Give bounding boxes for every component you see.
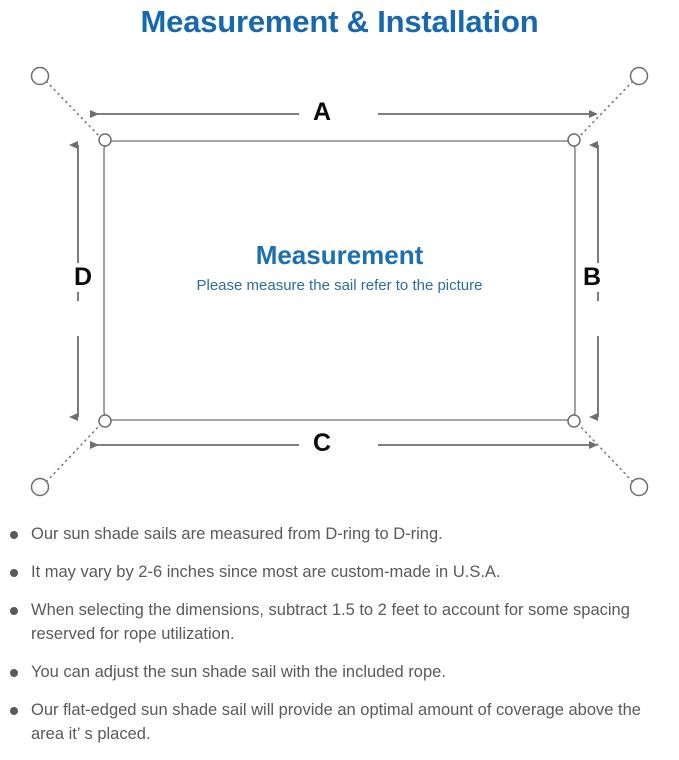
bullet-icon [10,569,18,577]
rope-line-bottom-right [577,423,634,483]
bullet-icon [10,607,18,615]
rope-line-top-left [45,80,102,139]
list-item: Our sun shade sails are measured from D-… [0,522,679,546]
list-item: You can adjust the sun shade sail with t… [0,660,679,684]
page-title: Measurement & Installation [140,4,539,39]
anchor-top-right-icon [629,66,649,86]
d-ring-top-left-icon [98,133,112,147]
sail-center-subtitle: Please measure the sail refer to the pic… [196,277,483,294]
anchor-bottom-left-icon [30,477,50,497]
dimension-label-a: A [306,98,339,127]
note-text: You can adjust the sun shade sail with t… [31,663,446,681]
bullet-icon [10,531,18,539]
dimension-label-b: B [576,263,609,292]
list-item: When selecting the dimensions, subtract … [0,598,679,646]
anchor-top-left-icon [30,66,50,86]
bullet-icon [10,669,18,677]
bullet-icon [10,707,18,715]
d-ring-bottom-right-icon [567,414,581,428]
d-ring-bottom-left-icon [98,414,112,428]
infographic-page: Measurement & Installation [10,4,649,743]
rope-line-bottom-left [45,423,102,483]
dimension-label-d: D [67,263,100,292]
d-ring-top-right-icon [567,133,581,147]
shade-sail-body [103,140,576,421]
list-item: It may vary by 2-6 inches since most are… [0,560,679,584]
anchor-bottom-right-icon [629,477,649,497]
sail-center-title: Measurement [255,240,424,270]
note-text: It may vary by 2-6 inches since most are… [31,563,501,581]
notes-list: Our sun shade sails are measured from D-… [0,522,679,760]
sail-measurement-diagram [30,66,649,497]
dimension-label-c: C [306,429,339,458]
note-text: When selecting the dimensions, subtract … [31,601,630,643]
rope-line-top-right [577,80,634,139]
note-text: Our sun shade sails are measured from D-… [31,525,443,543]
